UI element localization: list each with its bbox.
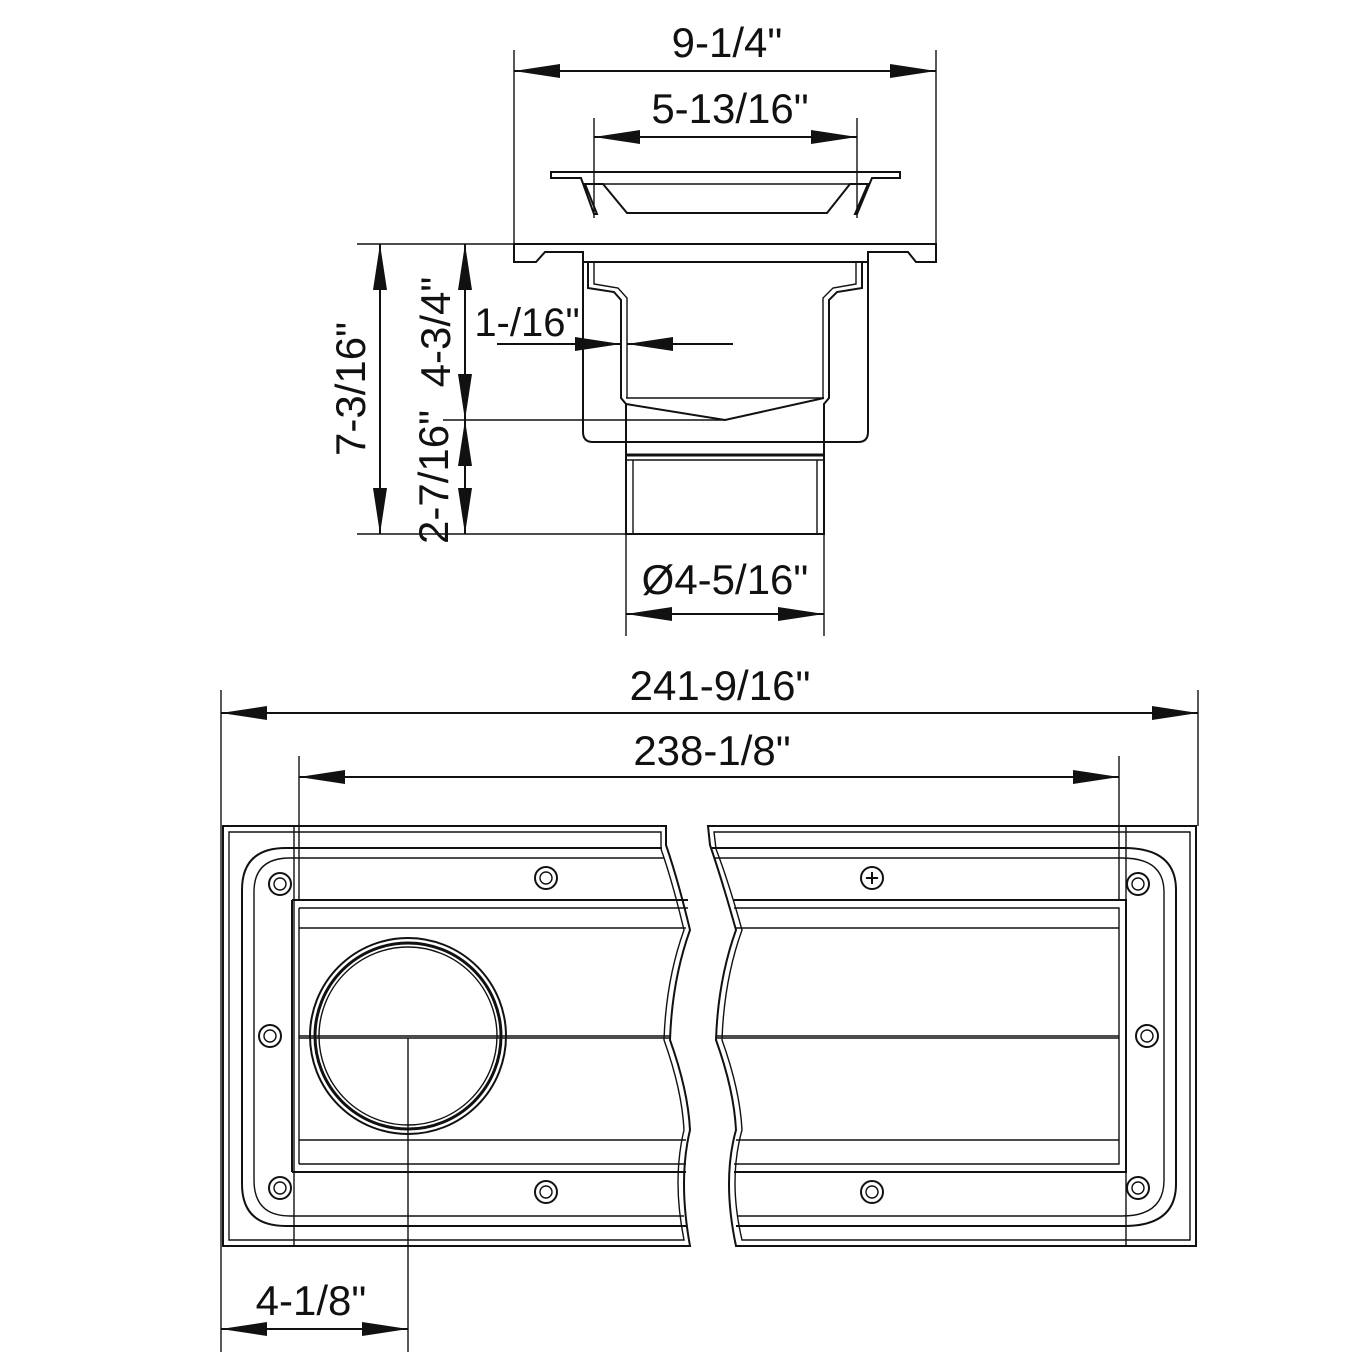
mounting-hole-icon xyxy=(860,1180,884,1204)
overall-width-label: 9-1/4" xyxy=(672,19,783,66)
body-height-dimension: 4-3/4" xyxy=(412,244,472,420)
total-height-dimension: 7-3/16" xyxy=(327,244,387,534)
total-height-label: 7-3/16" xyxy=(327,322,374,456)
overall-length-dimension: 241-9/16" xyxy=(221,662,1198,720)
mounting-hole-icon xyxy=(268,872,292,896)
outlet-offset-label: 4-1/8" xyxy=(256,1277,367,1324)
channel-left-section xyxy=(222,825,692,1247)
outlet-diameter-dimension: Ø4-5/16" xyxy=(626,556,824,621)
overall-width-dimension: 9-1/4" xyxy=(514,19,936,78)
inner-length-label: 238-1/8" xyxy=(633,727,790,774)
grate-width-dimension: 5-13/16" xyxy=(594,85,857,144)
grate-profile xyxy=(550,171,901,215)
wall-offset-label: 1-/16" xyxy=(474,301,579,345)
screw-icon xyxy=(860,866,884,890)
outlet-diameter-label: Ø4-5/16" xyxy=(642,556,809,603)
mounting-holes xyxy=(258,866,1159,1204)
outlet-height-dimension: 2-7/16" xyxy=(410,410,472,544)
mounting-hole-icon xyxy=(268,1176,292,1200)
outlet-offset-dimension: 4-1/8" xyxy=(221,1277,408,1336)
plan-view: 241-9/16" 238-1/8" xyxy=(220,662,1199,1352)
mounting-hole-icon xyxy=(1126,1176,1150,1200)
side-section-view: 9-1/4" 5-13/16" xyxy=(327,19,937,636)
drain-body-section xyxy=(513,243,937,535)
body-height-label: 4-3/4" xyxy=(412,277,459,388)
mounting-hole-icon xyxy=(1126,872,1150,896)
overall-length-label: 241-9/16" xyxy=(630,662,811,709)
wall-offset-dimension: 1-/16" xyxy=(474,301,733,351)
inner-length-dimension: 238-1/8" xyxy=(299,727,1119,784)
mounting-hole-icon xyxy=(534,866,558,890)
mounting-hole-icon xyxy=(258,1024,282,1048)
grate-width-label: 5-13/16" xyxy=(651,85,808,132)
mounting-hole-icon xyxy=(534,1180,558,1204)
outlet-opening xyxy=(309,937,507,1135)
mounting-hole-icon xyxy=(1135,1024,1159,1048)
outlet-height-label: 2-7/16" xyxy=(410,410,457,544)
channel-right-section xyxy=(706,825,1197,1247)
